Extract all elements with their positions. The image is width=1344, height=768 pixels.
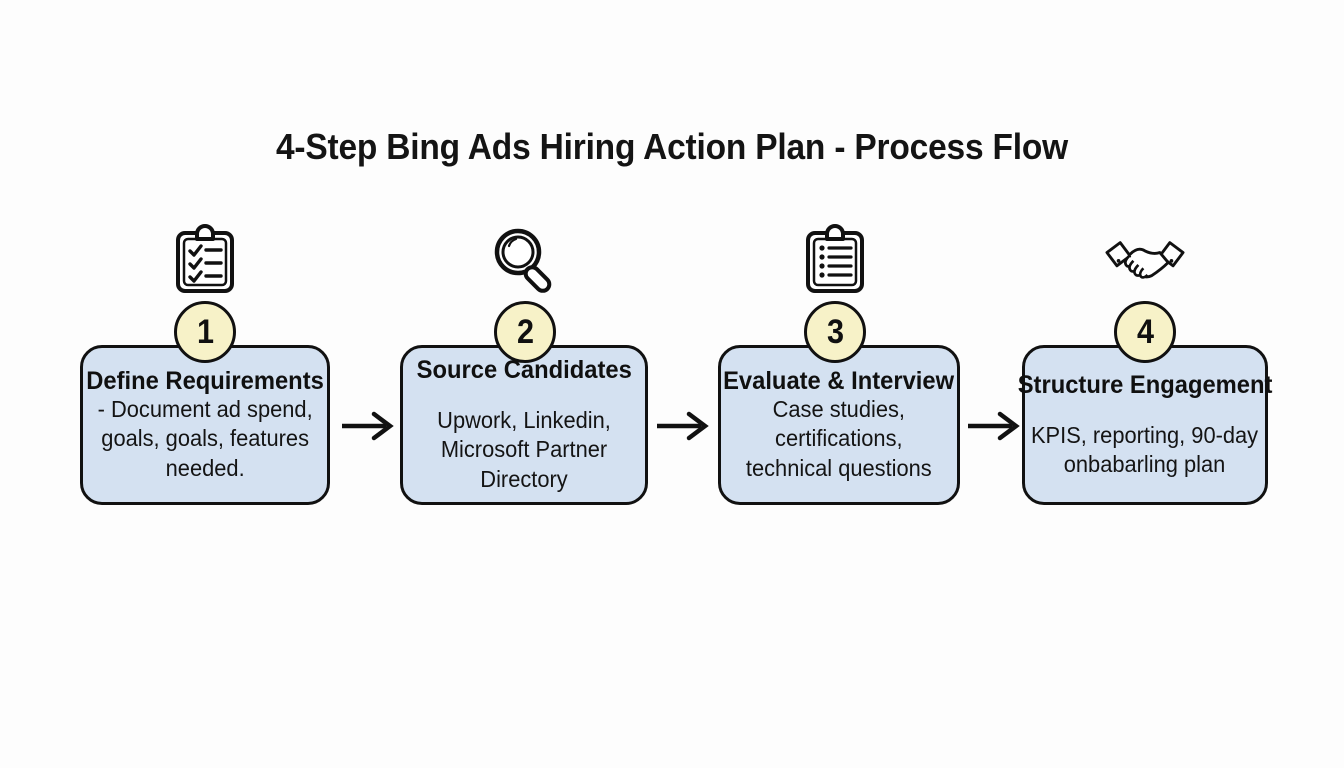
step-title-1: Define Requirements <box>86 366 324 395</box>
step-card-3[interactable]: Evaluate & Interview Case studies, certi… <box>718 345 960 505</box>
step-title-4: Structure Engagement <box>1017 370 1273 399</box>
arrow-right-icon <box>968 411 1020 441</box>
arrow-step3-to-step4 <box>966 408 1024 444</box>
step-description-2: Upwork, Linkedin, Microsoft Partner Dire… <box>437 406 611 492</box>
step-description-1: - Document ad spend, goals, goals, featu… <box>97 395 313 481</box>
step-card-1[interactable]: Define Requirements - Document ad spend,… <box>80 345 330 505</box>
step-description-3: Case studies, certifications, technical … <box>746 395 932 481</box>
page-title: 4-Step Bing Ads Hiring Action Plan - Pro… <box>275 126 1069 167</box>
arrow-step1-to-step2 <box>340 408 398 444</box>
clipboard-list-icon <box>792 222 878 298</box>
step-description-4: KPIS, reporting, 90-day onbabarling plan <box>1031 421 1259 477</box>
step-card-2[interactable]: Source Candidates Upwork, Linkedin, Micr… <box>400 345 648 505</box>
handshake-icon <box>1102 222 1188 298</box>
step-number-badge-3: 3 <box>804 301 866 363</box>
step-number-2: 2 <box>516 313 534 351</box>
step-number-badge-4: 4 <box>1114 301 1176 363</box>
step-number-4: 4 <box>1136 313 1154 351</box>
arrow-right-icon <box>342 411 394 441</box>
step-number-1: 1 <box>196 313 214 351</box>
clipboard-check-icon <box>162 222 248 298</box>
step-title-3: Evaluate & Interview <box>723 366 955 395</box>
step-number-badge-2: 2 <box>494 301 556 363</box>
step-number-badge-1: 1 <box>174 301 236 363</box>
magnifier-icon <box>482 222 568 298</box>
step-number-3: 3 <box>826 313 844 351</box>
arrow-step2-to-step3 <box>655 408 713 444</box>
step-card-4[interactable]: Structure Engagement KPIS, reporting, 90… <box>1018 345 1272 505</box>
arrow-right-icon <box>657 411 709 441</box>
